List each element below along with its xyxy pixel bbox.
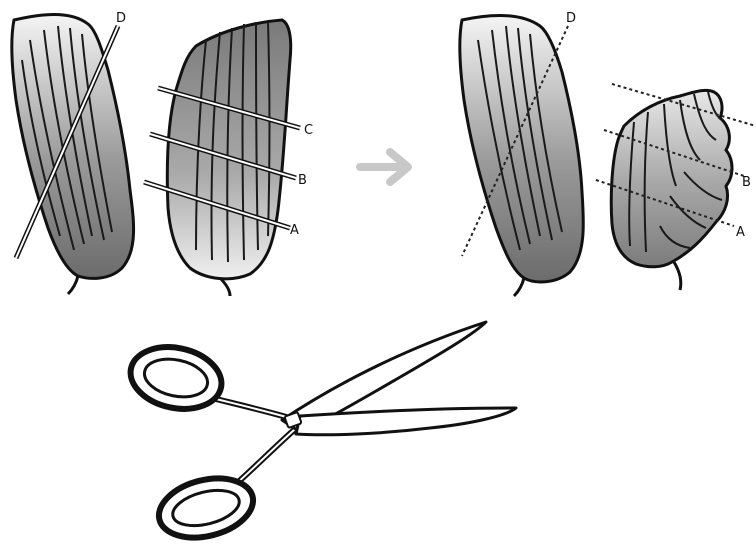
label-a-left: A — [290, 223, 299, 238]
label-b-left: B — [298, 173, 307, 188]
label-a-right: A — [736, 225, 745, 240]
right-stalk-after — [460, 15, 584, 296]
label-d-right: D — [566, 11, 576, 26]
scissors-icon — [125, 322, 516, 546]
label-b-right: B — [742, 175, 751, 190]
left-stalk-before — [12, 15, 134, 295]
arrow-right-icon — [360, 152, 408, 182]
label-c: C — [304, 123, 313, 138]
fanned-stalk-after — [611, 90, 732, 290]
label-d-left: D — [116, 11, 126, 26]
